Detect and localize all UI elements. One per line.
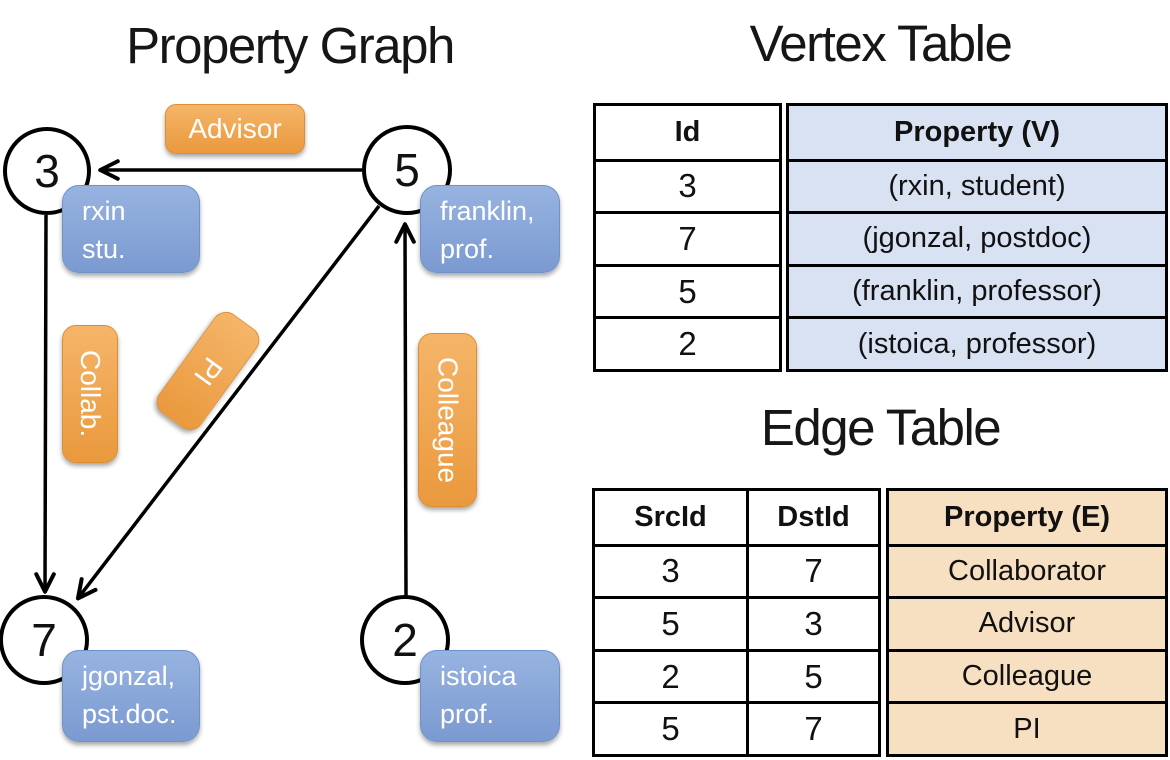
edge-table-src-cell: 5 [595,596,746,649]
edge-label-collab: Collab. [62,325,118,463]
vertex-table-title: Vertex Table [749,15,1013,72]
edge-table-title: Edge Table [760,399,1002,456]
vertex-box-line1: istoica [440,661,517,691]
vertex-property-box-istoica: istoica prof. [420,650,560,742]
vertex-table-property-cell: (franklin, professor) [789,263,1165,317]
node-circle-2: 2 [360,595,450,685]
edge-table-property-column: Property (E) Collaborator Advisor Collea… [886,488,1168,757]
edge-arrow-colleague-2to5 [394,222,416,597]
edge-table-property-header: Property (E) [889,491,1165,544]
edge-table-src-cell: 2 [595,648,746,702]
edge-table-dst-cell: 3 [746,596,878,649]
vertex-table-property-cell: (istoica, professor) [789,316,1165,369]
vertex-property-box-rxin: rxin stu. [62,185,200,273]
edge-table-dst-cell: 7 [746,701,878,754]
edge-arrow-collab-3to7 [34,214,56,594]
edge-table-dst-cell: 7 [746,543,878,597]
edge-table-src-header: SrcId [634,500,707,533]
vertex-table-id-header: Id [674,115,701,148]
edge-arrow-pi-5to7 [75,204,381,601]
vertex-table-id-cell: 5 [596,263,779,317]
edge-table-property-cell: PI [889,701,1165,754]
node-circle-5: 5 [362,125,452,215]
vertex-box-line1: franklin, [440,196,535,226]
vertex-box-line2: prof. [440,699,495,729]
property-graph-title: Property Graph [126,17,455,74]
edge-label-colleague: Colleague [418,333,477,507]
vertex-table-property-cell: (rxin, student) [789,158,1165,212]
vertex-table-property-header: Property (V) [789,106,1165,159]
vertex-table-property-cell: (jgonzal, postdoc) [789,211,1165,264]
vertex-box-line1: jgonzal, [82,661,176,691]
vertex-property-box-franklin: franklin, prof. [420,185,560,273]
vertex-table-id-cell: 3 [596,158,779,212]
vertex-box-line2: stu. [82,234,126,264]
vertex-box-line2: pst.doc. [82,699,177,729]
edge-table-src-cell: 3 [595,543,746,597]
node-id-label: 7 [31,614,57,666]
edge-table-property-cell: Advisor [889,596,1165,649]
vertex-table-id-column: Id 3 7 5 2 [593,103,782,372]
edge-table-src-cell: 5 [595,701,746,754]
edge-table-dst-cell: 5 [746,648,878,702]
vertex-table-id-cell: 7 [596,211,779,264]
edge-table-id-columns: SrcId DstId 3 7 5 3 2 5 5 7 [592,488,881,757]
node-id-label: 5 [394,144,420,196]
vertex-property-box-jgonzal: jgonzal, pst.doc. [62,650,200,742]
vertex-table-property-column: Property (V) (rxin, student) (jgonzal, p… [786,103,1168,372]
vertex-table-id-cell: 2 [596,316,779,369]
edge-table-dst-header: DstId [746,491,878,544]
node-id-label: 2 [392,614,418,666]
edge-table-property-cell: Collaborator [889,543,1165,597]
vertex-box-line2: prof. [440,234,495,264]
edge-label-advisor: Advisor [165,104,305,154]
vertex-box-line1: rxin [82,196,126,226]
edge-table-property-cell: Colleague [889,648,1165,702]
node-id-label: 3 [34,145,60,197]
